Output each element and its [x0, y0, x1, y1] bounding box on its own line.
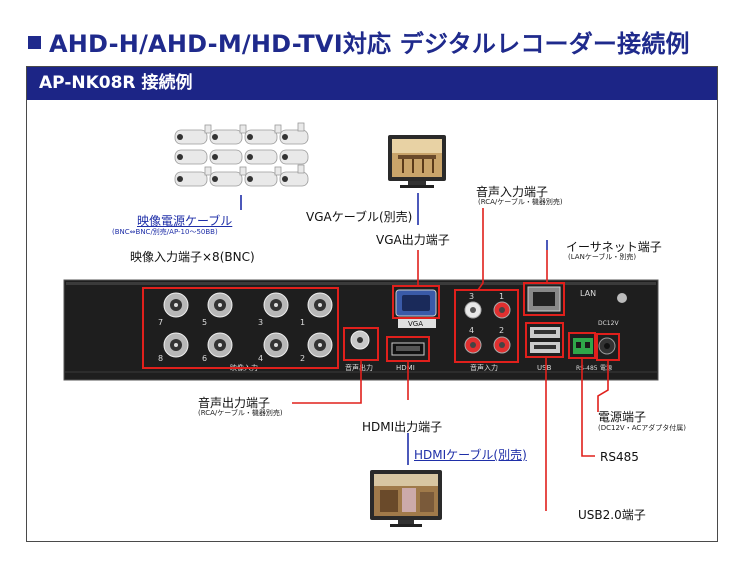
video-input-label: 映像入力端子×8(BNC) — [130, 250, 255, 264]
panel-lan-label: LAN — [580, 289, 596, 298]
title-square-icon — [28, 36, 41, 49]
bnc-number-7: 7 — [158, 318, 163, 327]
power-jack — [598, 337, 616, 355]
cable-lines — [240, 193, 548, 465]
bnc-connector-group — [163, 292, 333, 358]
bnc-number-6: 6 — [202, 354, 207, 363]
bnc-number-8: 8 — [158, 354, 163, 363]
usb-ports — [530, 327, 560, 353]
audio-in-number-2: 2 — [499, 326, 504, 335]
power-label: 電源端子 — [598, 410, 647, 424]
page-title: AHD-H/AHD-M/HD-TVI対応 デジタルレコーダー接続例 — [28, 24, 690, 59]
ethernet-label: イーサネット端子 — [566, 240, 662, 254]
usb-label: USB2.0端子 — [578, 508, 646, 522]
ground-screw-icon — [617, 293, 627, 303]
rs485-label: RS485 — [600, 450, 639, 464]
lan-port — [527, 286, 561, 312]
hdmi-monitor-icon — [370, 470, 442, 527]
ethernet-sublabel: (LANケーブル・別売) — [568, 253, 637, 261]
audio-output-label: 音声出力端子 — [198, 396, 271, 410]
hdmi-output-label: HDMI出力端子 — [362, 420, 443, 434]
camera-cluster-icon — [174, 122, 309, 187]
hdmi-cable-label: HDMIケーブル(別売) — [414, 448, 527, 462]
video-power-cable-sublabel: (BNC⇔BNC/別売/AP-10～50BB) — [112, 228, 218, 236]
bnc-number-5: 5 — [202, 318, 207, 327]
audio-output-sublabel: (RCA/ケーブル・機器別売) — [198, 409, 283, 417]
audio-input-jacks — [464, 301, 511, 354]
panel-vga-label-plate: VGA — [408, 320, 423, 328]
page-title-text: AHD-H/AHD-M/HD-TVI対応 デジタルレコーダー接続例 — [49, 30, 690, 58]
panel-usb-label: USB — [537, 364, 552, 372]
video-power-cable-label: 映像電源ケーブル — [137, 214, 233, 228]
vga-port — [395, 289, 437, 317]
panel-audio-out-label: 音声出力 — [345, 363, 373, 372]
bnc-number-1: 1 — [300, 318, 305, 327]
panel-dc-label: DC12V — [598, 320, 619, 327]
vga-cable-label: VGAケーブル(別売) — [306, 210, 413, 224]
vga-label-plate — [398, 318, 436, 328]
audio-in-number-3: 3 — [469, 292, 474, 301]
diagram-frame — [26, 66, 718, 542]
power-sublabel: (DC12V・ACアダプタ付属) — [598, 424, 686, 432]
bnc-number-3: 3 — [258, 318, 263, 327]
bnc-number-2: 2 — [300, 354, 305, 363]
hdmi-port — [391, 342, 425, 356]
audio-in-number-4: 4 — [469, 326, 474, 335]
audio-input-label: 音声入力端子 — [476, 185, 549, 199]
vga-monitor-icon — [388, 135, 446, 188]
bnc-number-4: 4 — [258, 354, 263, 363]
panel-rs485-label: RS-485 — [576, 365, 598, 372]
panel-hdmi-label: HDMI — [396, 364, 415, 372]
callout-lines — [292, 208, 609, 511]
rs485-terminal — [573, 338, 593, 354]
panel-audio-in-label: 音声入力 — [470, 363, 498, 372]
audio-input-sublabel: (RCA/ケーブル・機器別売) — [478, 198, 563, 206]
panel-power-label: 電源 — [600, 364, 612, 372]
model-header: AP-NK08R 接続例 — [27, 67, 717, 100]
vga-output-label: VGA出力端子 — [376, 233, 450, 247]
audio-in-number-1: 1 — [499, 292, 504, 301]
audio-out-jack-center — [357, 337, 363, 343]
